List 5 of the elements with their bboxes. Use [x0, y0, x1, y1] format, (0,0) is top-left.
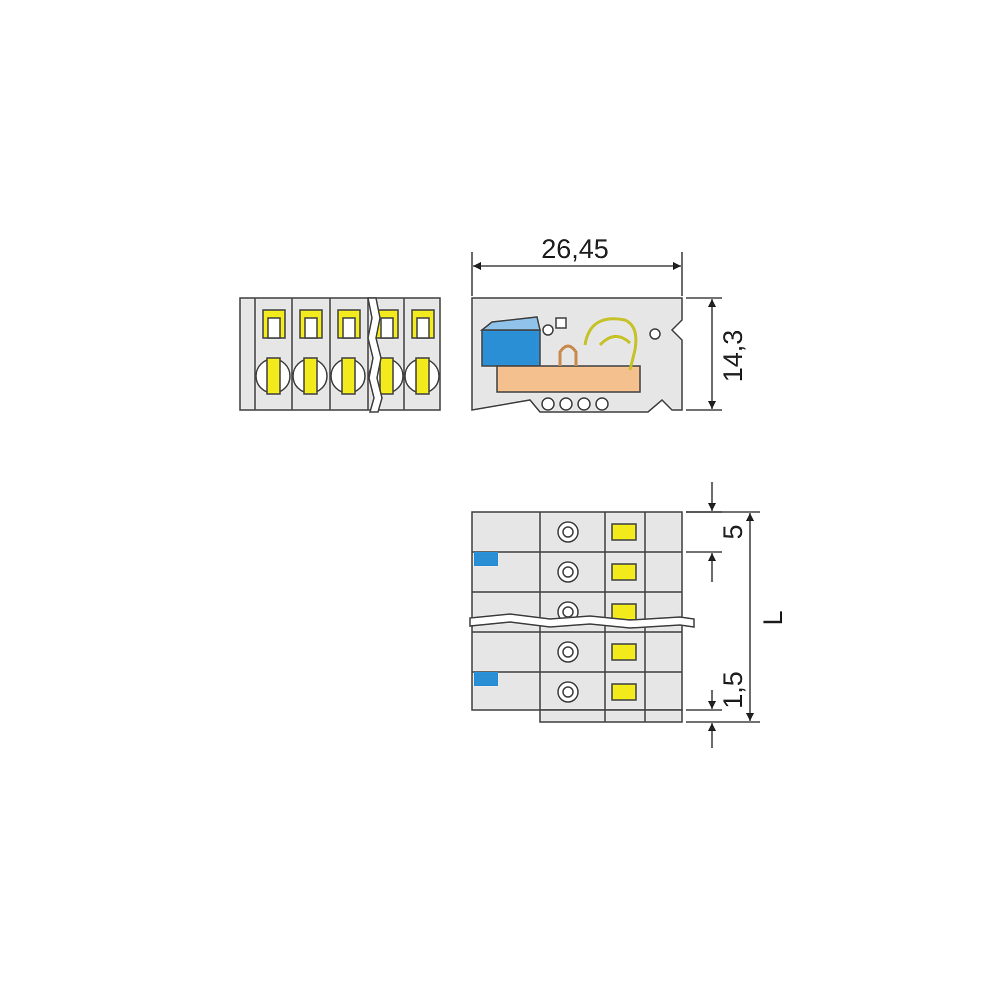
dimension-label: 1,5	[718, 671, 748, 709]
dimension-label: L	[758, 610, 788, 626]
dimension-label: 5	[718, 524, 748, 540]
dimension-label: 14,3	[718, 330, 748, 382]
dimension-label: 26,45	[541, 234, 609, 264]
